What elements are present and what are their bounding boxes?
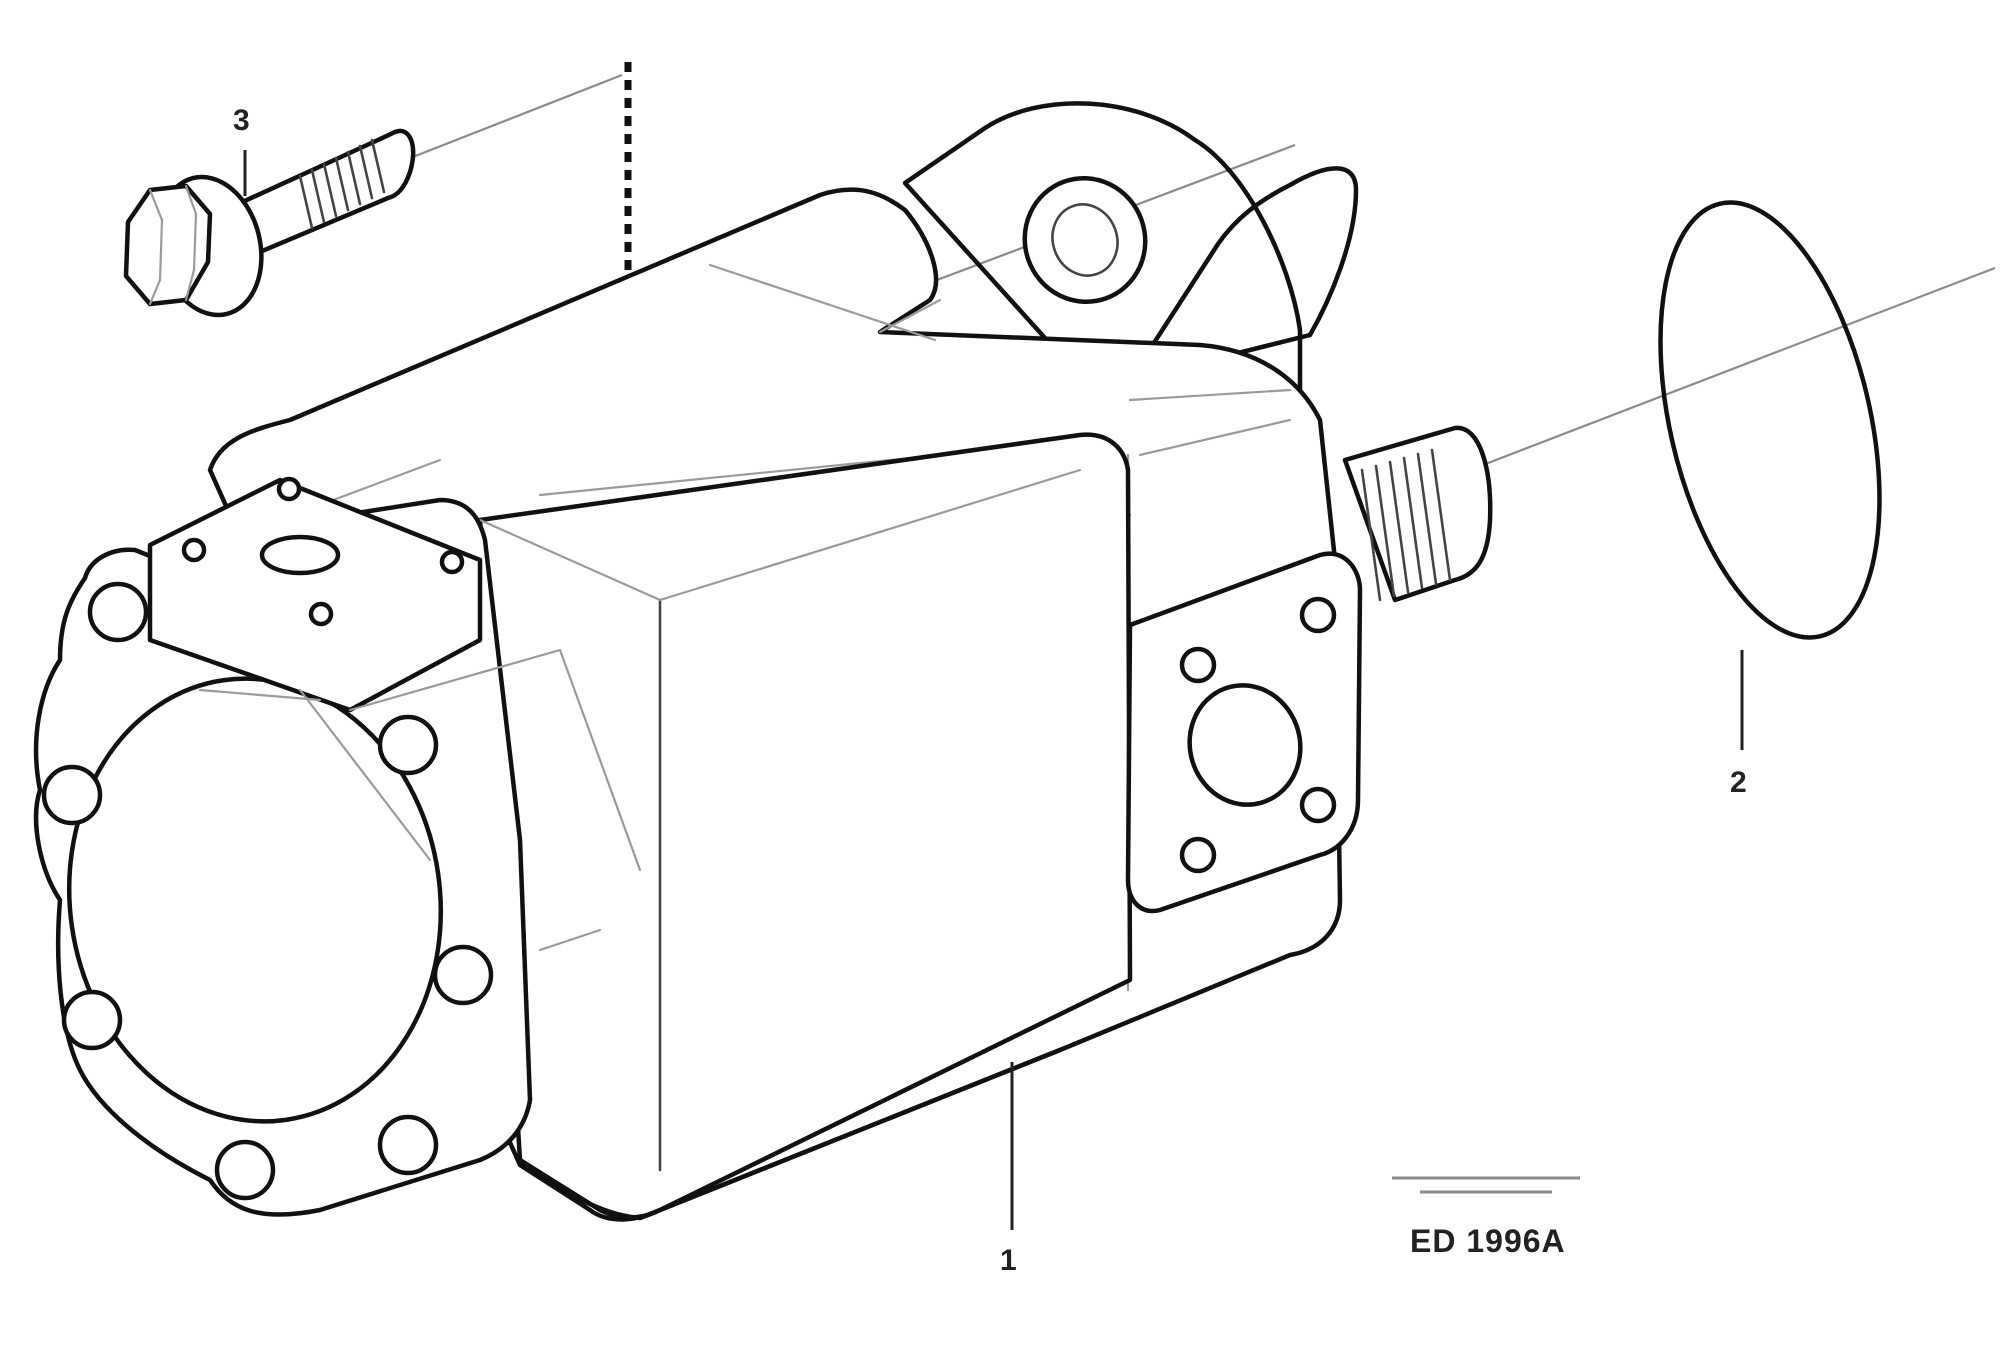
reference-code: ED 1996A bbox=[1410, 1223, 1566, 1259]
o-ring bbox=[1658, 200, 1882, 750]
drawing-reference: ED 1996A bbox=[1392, 1176, 1580, 1259]
callout-screw: 3 bbox=[233, 104, 250, 137]
callout-pump: 1 bbox=[1000, 1244, 1017, 1277]
callout-o-ring: 2 bbox=[1730, 766, 1747, 799]
hex-flange-screw bbox=[123, 128, 416, 318]
hydraulic-pump bbox=[33, 101, 1493, 1230]
